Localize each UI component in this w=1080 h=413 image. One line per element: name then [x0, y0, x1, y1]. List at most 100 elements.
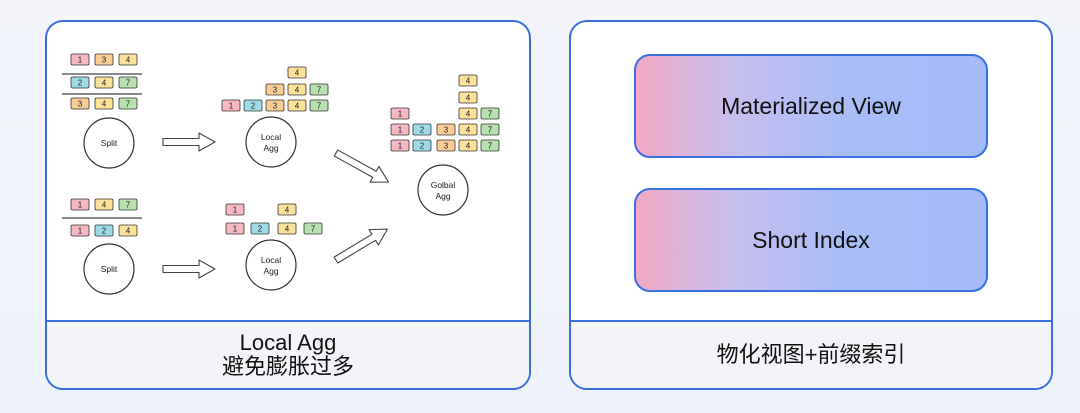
number-tile-7: 7 [309, 99, 329, 112]
svg-text:2: 2 [78, 79, 83, 88]
number-tile-1: 1 [70, 53, 90, 66]
local-agg-label-top-1: Local [261, 132, 281, 142]
svg-text:4: 4 [466, 142, 471, 151]
svg-text:1: 1 [78, 227, 83, 236]
number-tile-4: 4 [458, 123, 478, 136]
svg-text:2: 2 [251, 102, 256, 111]
svg-text:7: 7 [488, 126, 493, 135]
svg-text:4: 4 [466, 126, 471, 135]
svg-text:4: 4 [295, 102, 300, 111]
number-tile-7: 7 [480, 139, 500, 152]
svg-text:4: 4 [102, 79, 107, 88]
number-tile-4: 4 [118, 224, 138, 237]
svg-text:1: 1 [78, 201, 83, 210]
materialized-view-box: Materialized View [634, 54, 988, 158]
number-tile-1: 1 [70, 224, 90, 237]
svg-text:4: 4 [102, 201, 107, 210]
svg-text:1: 1 [229, 102, 234, 111]
number-tile-4: 4 [94, 97, 114, 110]
svg-text:2: 2 [420, 142, 425, 151]
number-tile-1: 1 [390, 123, 410, 136]
svg-text:4: 4 [295, 86, 300, 95]
svg-text:4: 4 [466, 110, 471, 119]
svg-text:4: 4 [295, 69, 300, 78]
local-agg-node-bottom [245, 239, 297, 291]
svg-text:2: 2 [102, 227, 107, 236]
number-tile-3: 3 [265, 99, 285, 112]
materialized-view-label: Materialized View [721, 92, 901, 119]
svg-text:3: 3 [78, 100, 83, 109]
arrow-split-to-local-top [162, 132, 216, 152]
short-index-box: Short Index [634, 188, 988, 292]
split-node-top [83, 117, 135, 169]
number-tile-4: 4 [118, 53, 138, 66]
number-tile-7: 7 [303, 222, 323, 235]
number-tile-2: 2 [412, 139, 432, 152]
svg-text:2: 2 [258, 225, 263, 234]
svg-text:1: 1 [398, 110, 403, 119]
svg-text:7: 7 [488, 110, 493, 119]
svg-text:3: 3 [273, 102, 278, 111]
svg-text:1: 1 [398, 126, 403, 135]
svg-text:4: 4 [466, 94, 471, 103]
global-agg-node [417, 164, 469, 216]
number-tile-3: 3 [436, 123, 456, 136]
svg-text:7: 7 [126, 79, 131, 88]
number-tile-1: 1 [221, 99, 241, 112]
number-tile-4: 4 [94, 76, 114, 89]
right-caption-text: 物化视图+前缀索引 [716, 342, 906, 367]
number-tile-2: 2 [243, 99, 263, 112]
local-agg-label-bottom-1: Local [261, 255, 281, 265]
svg-text:1: 1 [398, 142, 403, 151]
arrow-local-bottom-to-global [333, 228, 388, 264]
number-tile-4: 4 [277, 203, 297, 216]
svg-text:7: 7 [317, 102, 322, 111]
svg-text:4: 4 [102, 100, 107, 109]
caption-subtitle: 避免膨胀过多 [221, 354, 354, 379]
number-tile-7: 7 [118, 97, 138, 110]
left-caption: Local Agg 避免膨胀过多 [47, 320, 529, 388]
svg-text:4: 4 [466, 77, 471, 86]
short-index-label: Short Index [752, 226, 870, 253]
svg-text:1: 1 [78, 56, 83, 65]
number-tile-3: 3 [70, 97, 90, 110]
svg-text:4: 4 [285, 225, 290, 234]
number-tile-7: 7 [118, 76, 138, 89]
svg-text:7: 7 [311, 225, 316, 234]
svg-text:3: 3 [273, 86, 278, 95]
svg-text:7: 7 [126, 201, 131, 210]
number-tile-4: 4 [458, 107, 478, 120]
number-tile-7: 7 [480, 107, 500, 120]
number-tile-7: 7 [480, 123, 500, 136]
number-tile-2: 2 [250, 222, 270, 235]
global-agg-label-1: Golbal [431, 180, 456, 190]
svg-text:3: 3 [444, 142, 449, 151]
split-label-bottom: Split [101, 264, 118, 274]
number-tile-2: 2 [70, 76, 90, 89]
svg-text:3: 3 [102, 56, 107, 65]
split-node-bottom [83, 243, 135, 295]
svg-text:4: 4 [285, 206, 290, 215]
number-tile-4: 4 [287, 83, 307, 96]
number-tile-2: 2 [94, 224, 114, 237]
number-tile-1: 1 [225, 222, 245, 235]
number-tile-1: 1 [390, 107, 410, 120]
number-tile-1: 1 [70, 198, 90, 211]
number-tile-4: 4 [458, 139, 478, 152]
split-label-top: Split [101, 138, 118, 148]
number-tile-7: 7 [118, 198, 138, 211]
arrow-split-to-local-bottom [162, 259, 216, 279]
number-tile-7: 7 [309, 83, 329, 96]
svg-text:3: 3 [444, 126, 449, 135]
number-tile-4: 4 [94, 198, 114, 211]
svg-text:7: 7 [317, 86, 322, 95]
local-agg-label-bottom-2: Agg [263, 266, 278, 276]
number-tile-4: 4 [458, 91, 478, 104]
number-tile-3: 3 [94, 53, 114, 66]
svg-text:1: 1 [233, 225, 238, 234]
svg-text:7: 7 [126, 100, 131, 109]
number-tile-1: 1 [225, 203, 245, 216]
